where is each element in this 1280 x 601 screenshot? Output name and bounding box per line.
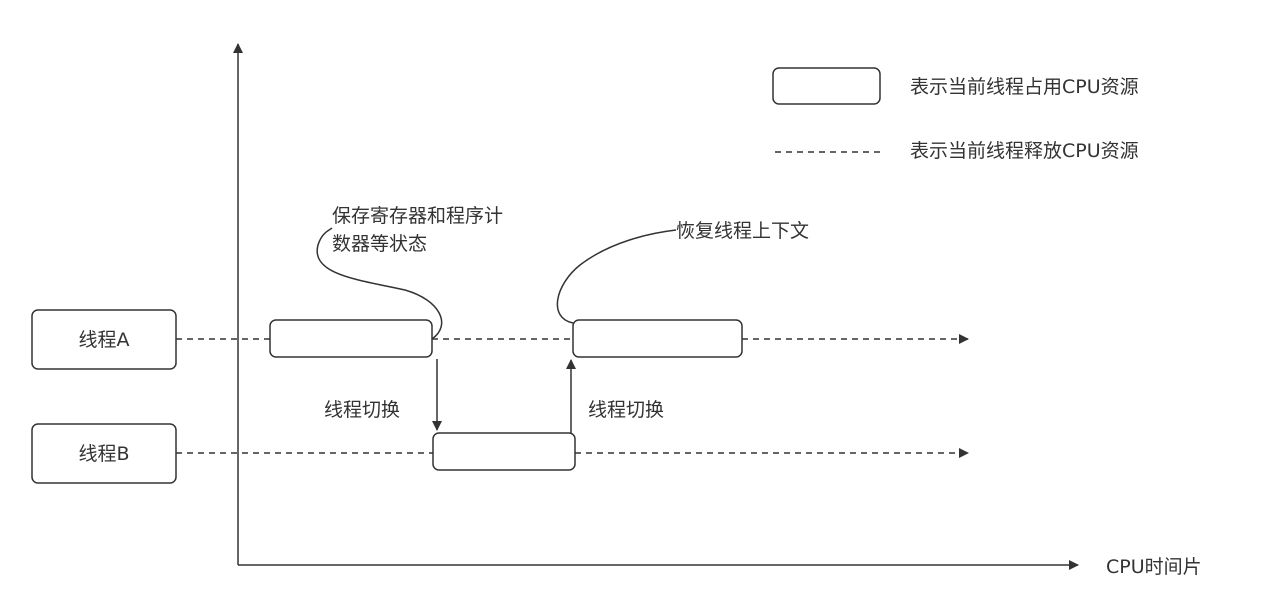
legend-release-label: 表示当前线程释放CPU资源	[910, 140, 1139, 162]
restore-context-callout-curve	[556, 229, 677, 324]
thread-b-label: 线程B	[78, 443, 129, 465]
switch-label-left: 线程切换	[324, 399, 400, 421]
thread-a-occupy-block-1	[269, 319, 433, 358]
switch-label-right: 线程切换	[588, 399, 664, 421]
restore-context-label: 恢复线程上下文	[676, 220, 809, 242]
save-state-label-line1: 保存寄存器和程序计	[332, 205, 503, 227]
thread-a-label: 线程A	[79, 329, 130, 351]
thread-b-occupy-block	[432, 432, 576, 471]
save-state-callout-curve	[316, 227, 443, 340]
legend-occupy-label: 表示当前线程占用CPU资源	[910, 76, 1139, 98]
thread-a-occupy-block-2	[572, 319, 743, 358]
x-axis-label: CPU时间片	[1106, 556, 1202, 578]
legend-occupy-symbol	[772, 67, 881, 105]
save-state-label-line2: 数器等状态	[332, 233, 427, 255]
